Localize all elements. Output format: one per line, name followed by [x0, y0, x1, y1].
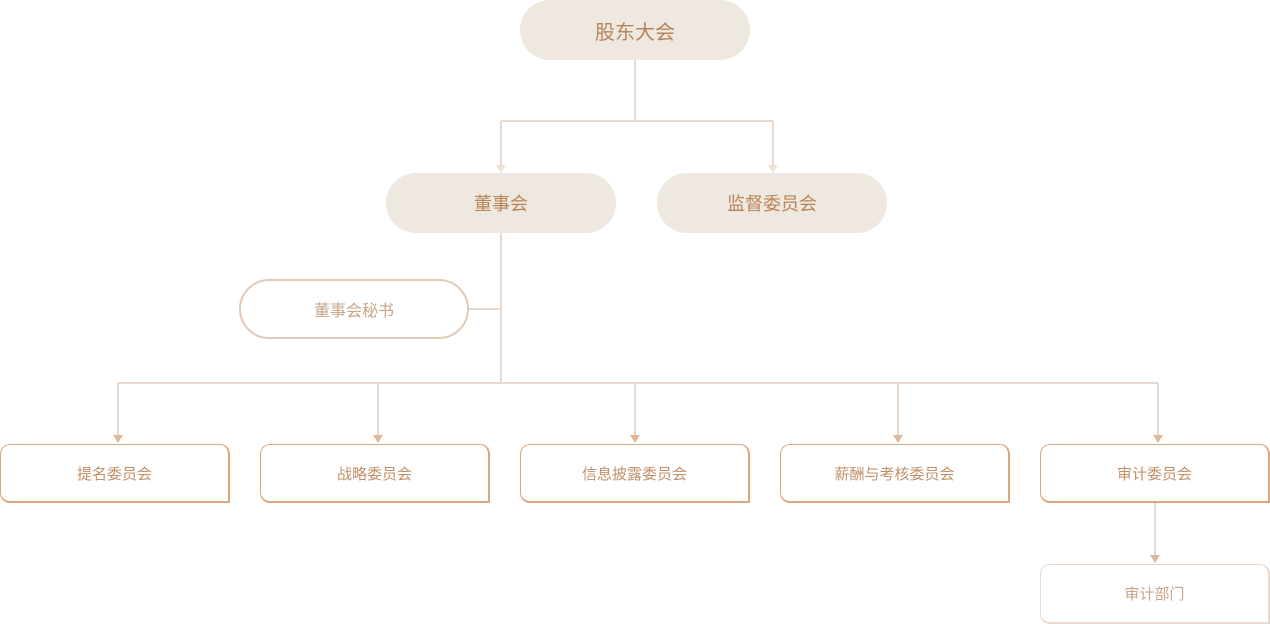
arrow-icon [496, 165, 506, 173]
board-secretary-node: 董事会秘书 [239, 279, 469, 339]
arrow-icon [113, 435, 123, 443]
arrow-icon [373, 435, 383, 443]
audit-committee-node: 审计委员会 [1040, 444, 1270, 503]
shareholders-meeting-node: 股东大会 [520, 0, 750, 60]
strategy-committee-node: 战略委员会 [260, 444, 490, 503]
compensation-committee-node: 薪酬与考核委员会 [780, 444, 1010, 503]
arrow-icon [630, 435, 640, 443]
arrow-icon [893, 435, 903, 443]
board-of-directors-node: 董事会 [386, 173, 616, 233]
nomination-committee-node: 提名委员会 [0, 444, 230, 503]
disclosure-committee-node: 信息披露委员会 [520, 444, 750, 503]
arrow-icon [768, 165, 778, 173]
audit-department-node: 审计部门 [1040, 564, 1270, 624]
arrow-icon [1153, 435, 1163, 443]
arrow-icon [1150, 555, 1160, 563]
supervisory-committee-node: 监督委员会 [657, 173, 887, 233]
